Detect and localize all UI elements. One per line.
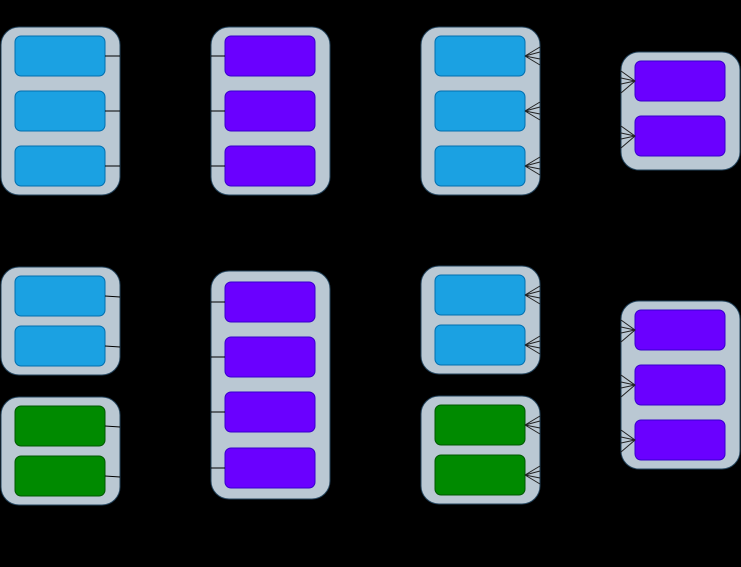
green-node [14, 455, 106, 497]
purple-node [224, 90, 316, 132]
container-bottom-target-purple [210, 270, 331, 500]
purple-node [224, 145, 316, 187]
green-node [434, 404, 526, 446]
purple-node [634, 60, 726, 102]
purple-node [224, 35, 316, 77]
purple-node [634, 115, 726, 157]
arrowhead-icon [524, 344, 541, 355]
arrowhead-icon [620, 319, 636, 343]
arrowhead-icon [524, 165, 541, 176]
blue-node [434, 274, 526, 316]
arrowhead-icon [620, 374, 636, 398]
arrowhead-icon [524, 424, 541, 435]
edge-stub [104, 295, 121, 298]
arrowhead-icon [620, 125, 636, 149]
blue-node [434, 145, 526, 187]
arrowhead-icon [620, 70, 636, 94]
arrowhead-icon [524, 294, 541, 305]
arrowhead-icon [524, 474, 541, 485]
arrowhead-icon [620, 429, 636, 453]
arrowhead-icon [524, 110, 541, 121]
purple-node [224, 447, 316, 489]
blue-node [14, 145, 106, 187]
purple-node [224, 336, 316, 378]
green-node [434, 454, 526, 496]
green-node [14, 405, 106, 447]
purple-node [634, 419, 726, 461]
edge-stub [104, 475, 121, 478]
blue-node [14, 35, 106, 77]
blue-node [14, 90, 106, 132]
blue-node [14, 325, 106, 367]
purple-node [224, 281, 316, 323]
edge-stub [104, 345, 121, 348]
arrowhead-icon [524, 55, 541, 66]
blue-node [434, 90, 526, 132]
purple-node [634, 364, 726, 406]
edge-stub [104, 425, 121, 428]
purple-node [224, 391, 316, 433]
purple-node [634, 309, 726, 351]
blue-node [14, 275, 106, 317]
blue-node [434, 35, 526, 77]
blue-node [434, 324, 526, 366]
